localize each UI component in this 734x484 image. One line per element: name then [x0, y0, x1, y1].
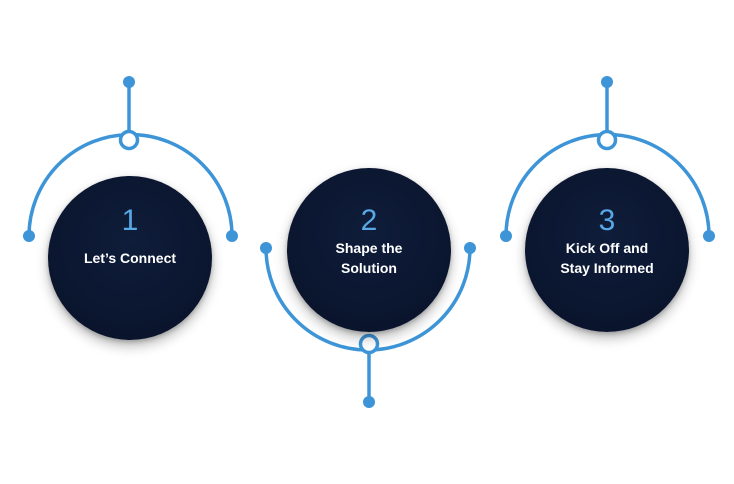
step-3-label: Kick Off and Stay Informed: [560, 240, 654, 276]
step-2-circle: 2 Shape the Solution: [287, 168, 451, 332]
step-1-stem-end-dot: [123, 76, 135, 88]
step-3-left-end-dot: [500, 230, 512, 242]
step-1-number: 1: [121, 204, 139, 237]
step-3-right-end-dot: [703, 230, 715, 242]
step-3-circle: 3 Kick Off and Stay Informed: [525, 168, 689, 332]
step-3-stem-end-dot: [601, 76, 613, 88]
step-2-junction-ring: [358, 333, 380, 355]
step-3-number: 3: [598, 204, 616, 237]
step-1-left-end-dot: [23, 230, 35, 242]
step-1-right-end-dot: [226, 230, 238, 242]
step-2-left-end-dot: [260, 242, 272, 254]
step-1-junction-ring: [118, 129, 140, 151]
step-2-number: 2: [360, 204, 378, 237]
step-1-circle: 1 Let’s Connect: [48, 176, 212, 340]
step-2-right-end-dot: [464, 242, 476, 254]
step-3-junction-ring: [596, 129, 618, 151]
step-2-label: Shape the Solution: [335, 240, 403, 276]
step-2-stem-end-dot: [363, 396, 375, 408]
step-1-label: Let’s Connect: [83, 250, 177, 266]
